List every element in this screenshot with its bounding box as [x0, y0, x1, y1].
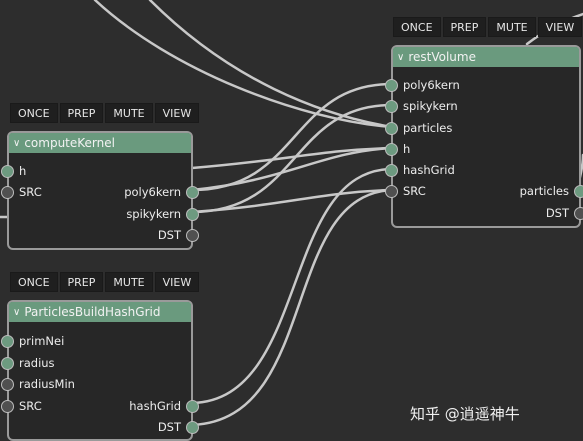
port-connector-icon[interactable] [186, 228, 199, 242]
input-port-hashgrid[interactable]: hashGrid [385, 159, 455, 181]
port-label: DST [545, 206, 569, 220]
once-button[interactable]: ONCE [10, 272, 58, 292]
port-connector-icon[interactable] [1, 356, 14, 370]
port-label: poly6kern [403, 78, 460, 92]
output-port-dst[interactable]: DST [157, 416, 199, 438]
wire-offscreen-to-particles-b [148, 0, 394, 129]
node-header[interactable]: ∨ restVolume [393, 47, 579, 67]
mute-button[interactable]: MUTE [105, 272, 153, 292]
port-label: particles [519, 184, 569, 198]
port-connector-icon[interactable] [385, 78, 398, 92]
wire-offscreen-to-particles-a [93, 0, 394, 129]
prep-button[interactable]: PREP [59, 272, 104, 292]
port-connector-icon[interactable] [186, 185, 199, 199]
mute-button[interactable]: MUTE [105, 103, 153, 123]
prep-button[interactable]: PREP [59, 103, 104, 123]
port-connector-icon[interactable] [1, 399, 14, 413]
view-button[interactable]: VIEW [154, 272, 200, 292]
port-connector-icon[interactable] [385, 142, 398, 156]
port-connector-icon[interactable] [574, 184, 583, 198]
rest-volume-button-bar: ONCE PREP MUTE VIEW [393, 17, 583, 37]
port-connector-icon[interactable] [1, 164, 14, 178]
node-compute-kernel[interactable]: ∨ computeKernel h SRC poly6kern spikyker… [1, 131, 199, 250]
view-button[interactable]: VIEW [537, 17, 583, 37]
port-label: hashGrid [403, 163, 455, 177]
port-connector-icon[interactable] [385, 184, 398, 198]
mute-button[interactable]: MUTE [488, 17, 536, 37]
input-port-radiusmin[interactable]: radiusMin [1, 373, 75, 395]
input-port-src[interactable]: SRC [1, 395, 42, 417]
view-button[interactable]: VIEW [154, 103, 200, 123]
once-button[interactable]: ONCE [10, 103, 58, 123]
collapse-chevron-icon[interactable]: ∨ [13, 137, 21, 149]
port-label: poly6kern [124, 185, 181, 199]
collapse-chevron-icon[interactable]: ∨ [397, 51, 405, 63]
wire-poly6kern [190, 82, 394, 192]
input-port-h[interactable]: h [1, 160, 27, 182]
watermark: 知乎 @逍遥神牛 [410, 405, 520, 423]
port-label: primNei [19, 334, 65, 348]
compute-kernel-button-bar: ONCE PREP MUTE VIEW [10, 103, 201, 123]
input-port-src[interactable]: SRC [1, 181, 42, 203]
input-port-particles[interactable]: particles [385, 117, 453, 139]
input-port-poly6kern[interactable]: poly6kern [385, 74, 460, 96]
node-particles-build-hash-grid[interactable]: ∨ ParticlesBuildHashGrid primNei radius … [1, 300, 199, 441]
node-rest-volume[interactable]: ∨ restVolume poly6kern spikykern particl… [385, 45, 583, 228]
input-port-primnei[interactable]: primNei [1, 330, 65, 352]
wire-h-b [190, 146, 394, 192]
input-port-h[interactable]: h [385, 138, 411, 160]
port-connector-icon[interactable] [186, 399, 199, 413]
wire-spikykern [190, 103, 394, 214]
port-label: h [403, 142, 411, 156]
port-label: radius [19, 356, 55, 370]
node-title: computeKernel [24, 136, 115, 150]
output-port-spikykern[interactable]: spikykern [126, 203, 199, 225]
port-connector-icon[interactable] [385, 99, 398, 113]
port-label: hashGrid [129, 399, 181, 413]
port-connector-icon[interactable] [186, 207, 199, 221]
port-label: spikykern [126, 207, 181, 221]
input-port-spikykern[interactable]: spikykern [385, 95, 458, 117]
input-port-radius[interactable]: radius [1, 352, 55, 374]
port-connector-icon[interactable] [1, 185, 14, 199]
port-connector-icon[interactable] [186, 420, 199, 434]
node-title: restVolume [408, 50, 476, 64]
port-label: radiusMin [19, 377, 75, 391]
port-label: h [19, 164, 27, 178]
port-connector-icon[interactable] [574, 206, 583, 220]
port-label: SRC [403, 184, 426, 198]
output-port-particles[interactable]: particles [519, 180, 583, 202]
output-port-dst[interactable]: DST [545, 202, 583, 224]
hash-grid-button-bar: ONCE PREP MUTE VIEW [10, 272, 201, 292]
once-button[interactable]: ONCE [393, 17, 441, 37]
port-label: spikykern [403, 99, 458, 113]
wire-hashgrid [190, 167, 394, 405]
wire-dst-to-src [190, 188, 394, 427]
node-title: ParticlesBuildHashGrid [24, 305, 161, 319]
output-port-poly6kern[interactable]: poly6kern [124, 181, 199, 203]
port-connector-icon[interactable] [385, 121, 398, 135]
wire-h-a [190, 146, 394, 170]
node-header[interactable]: ∨ ParticlesBuildHashGrid [9, 302, 191, 322]
port-connector-icon[interactable] [385, 163, 398, 177]
collapse-chevron-icon[interactable]: ∨ [13, 306, 21, 318]
port-label: particles [403, 121, 453, 135]
output-port-dst[interactable]: DST [157, 224, 199, 246]
wire-src-link [190, 188, 394, 214]
output-port-hashgrid[interactable]: hashGrid [129, 395, 199, 417]
port-connector-icon[interactable] [1, 377, 14, 391]
port-label: SRC [19, 185, 42, 199]
prep-button[interactable]: PREP [442, 17, 487, 37]
port-label: DST [157, 228, 181, 242]
node-header[interactable]: ∨ computeKernel [9, 133, 191, 153]
port-label: SRC [19, 399, 42, 413]
port-connector-icon[interactable] [1, 334, 14, 348]
port-label: DST [157, 420, 181, 434]
input-port-src[interactable]: SRC [385, 180, 426, 202]
